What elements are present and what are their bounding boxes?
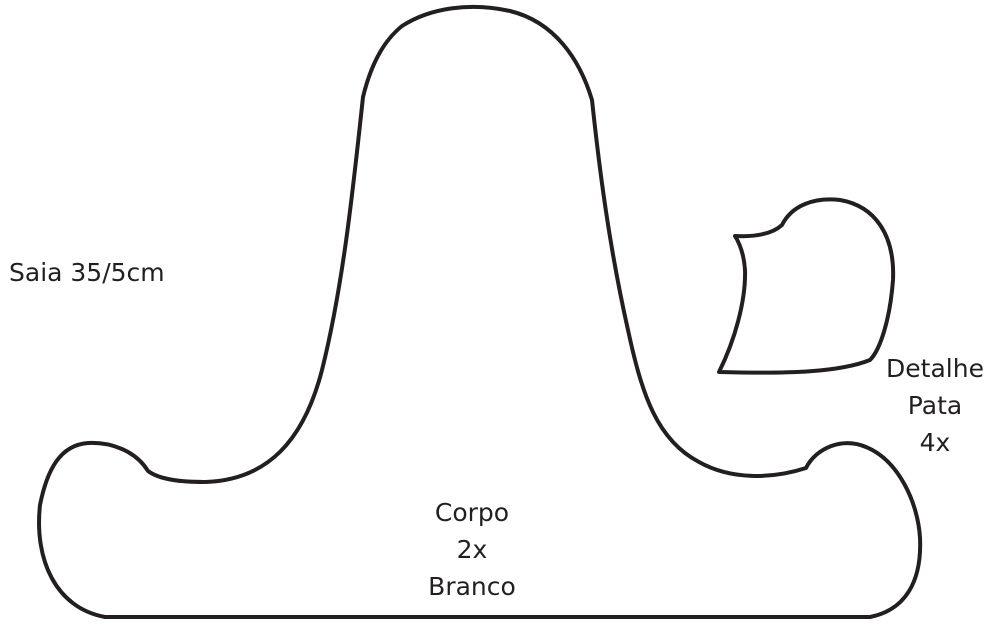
body-piece-label: Corpo 2x Branco	[372, 494, 572, 605]
paw-detail-piece-outline	[717, 197, 896, 375]
body-piece-color: Branco	[428, 572, 516, 601]
paw-detail-quantity: 4x	[919, 428, 951, 457]
body-piece-name: Corpo	[434, 498, 510, 527]
skirt-note-text: Saia 35/5cm	[9, 258, 165, 287]
paw-detail-name-line1: Detalhe	[886, 354, 984, 383]
body-piece-quantity: 2x	[456, 535, 488, 564]
skirt-measurement-note: Saia 35/5cm	[9, 254, 165, 291]
paw-detail-name-line2: Pata	[907, 391, 963, 420]
paw-detail-label: Detalhe Pata 4x	[860, 350, 993, 461]
body-piece-outline	[37, 4, 923, 619]
